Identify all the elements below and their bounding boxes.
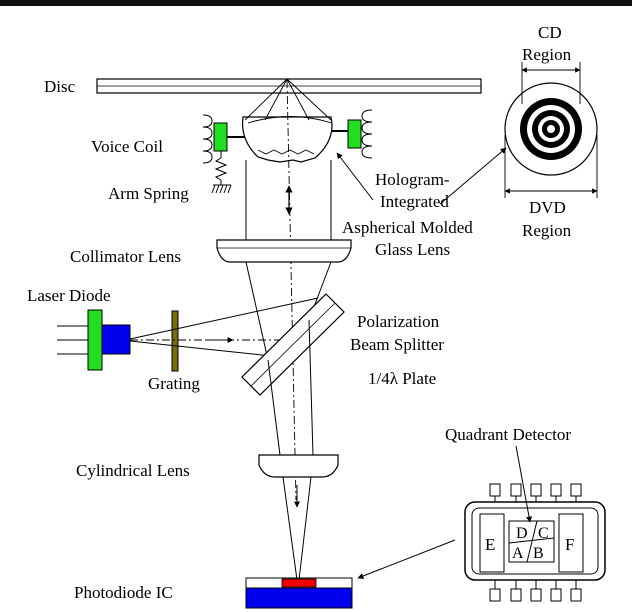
cylindrical-lens-label: Cylindrical Lens: [76, 461, 190, 480]
voice-coil-left: [202, 114, 245, 164]
grating: [171, 310, 179, 372]
bottom-pins: [489, 580, 582, 602]
hologram-label-line2: Integrated: [380, 192, 449, 211]
polarization-label: Polarization: [357, 312, 440, 331]
beam-splitter-label: Beam Splitter: [350, 335, 444, 354]
arm-spring-label: Arm Spring: [108, 184, 189, 203]
laser-diode-label: Laser Diode: [27, 286, 111, 305]
grating-label: Grating: [148, 374, 200, 393]
detector-d: D: [516, 525, 528, 542]
hologram-to-lens-view-arrow: [439, 147, 507, 205]
voice-coil-label: Voice Coil: [91, 137, 163, 156]
photodiode-to-detector-arrow: [357, 539, 456, 579]
dvd-label-line1: DVD: [529, 198, 566, 217]
optical-axis: [286, 79, 297, 501]
detector-e: E: [485, 535, 495, 554]
cd-label-line1: CD: [538, 23, 562, 42]
laser-beam-top: [129, 297, 319, 340]
quadrant-detector-arrow: [515, 445, 532, 523]
return-beam-right: [308, 319, 314, 456]
hologram-label-line1: Hologram-: [375, 170, 450, 189]
detector-f: F: [565, 535, 574, 554]
objective-lens: [241, 78, 333, 163]
cylindrical-lens: [258, 454, 339, 478]
lens-top-view: [504, 62, 598, 198]
photodiode-ic-label: Photodiode IC: [74, 583, 173, 602]
focus-beam-left: [282, 476, 298, 581]
cd-label-line2: Region: [522, 45, 572, 64]
return-beam-left: [267, 359, 281, 456]
quarter-wave-plate-label: 1/4λ Plate: [368, 369, 436, 388]
voice-coil-right: [331, 109, 373, 159]
polarization-beam-splitter: [241, 293, 345, 396]
disc-label: Disc: [44, 77, 76, 96]
arm-spring: [211, 151, 232, 194]
hologram-label-line4: Glass Lens: [375, 240, 450, 259]
collimator-lens-label: Collimator Lens: [70, 247, 181, 266]
top-pins: [489, 483, 582, 503]
disc: [96, 78, 482, 94]
collimator-lens: [216, 239, 352, 263]
detector-c: C: [538, 525, 549, 542]
quadrant-detector-package: [464, 483, 606, 602]
detector-b: B: [533, 545, 544, 562]
hologram-arrow: [336, 152, 374, 201]
laser-diode: [57, 309, 131, 371]
quadrant-detector-label: Quadrant Detector: [445, 425, 571, 444]
hologram-label-line3: Aspherical Molded: [342, 218, 473, 237]
photodiode-ic: [245, 577, 353, 609]
top-border: [0, 0, 632, 6]
detector-a: A: [512, 545, 524, 562]
focus-beam-right: [298, 476, 312, 581]
dvd-label-line2: Region: [522, 221, 572, 240]
